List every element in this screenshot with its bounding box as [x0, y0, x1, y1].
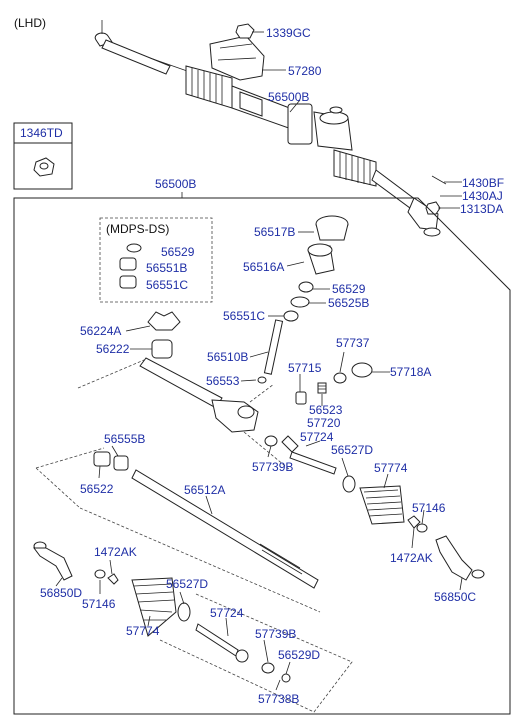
callout-56527D-upper: 56527D	[331, 443, 373, 457]
left-tie-rod-end	[33, 541, 119, 585]
callout-56224A: 56224A	[80, 324, 121, 338]
upper-inner-tie-rod	[264, 435, 356, 493]
callout-57280: 57280	[288, 64, 322, 78]
lower-inner-tie-rod	[159, 593, 353, 713]
top-steering-gear-assembly	[94, 20, 447, 237]
callout-57739B-lower: 57739B	[255, 627, 296, 641]
callout-1313DA: 1313DA	[460, 202, 503, 216]
callout-57146-left: 57146	[82, 597, 116, 611]
callout-56517B: 56517B	[254, 225, 295, 239]
callout-56551C-mdps: 56551C	[146, 278, 188, 292]
bracket-parts	[147, 311, 181, 359]
right-tie-rod-end	[407, 515, 485, 581]
rack-bar	[35, 447, 321, 613]
callout-56555B: 56555B	[104, 432, 145, 446]
callout-56523: 56523	[309, 403, 343, 417]
callout-56525B: 56525B	[328, 296, 369, 310]
callout-56500B-main: 56500B	[155, 177, 196, 191]
callout-56527D-lower: 56527D	[166, 577, 208, 591]
callout-57774-right: 57774	[374, 461, 408, 475]
callout-56222: 56222	[96, 342, 130, 356]
inset-label: 1346TD	[20, 126, 63, 140]
callout-56516A: 56516A	[243, 260, 284, 274]
variant-label: (LHD)	[14, 16, 46, 30]
callout-1472AK-right: 1472AK	[390, 551, 433, 565]
callout-57738B: 57738B	[258, 692, 299, 706]
callout-56850D: 56850D	[40, 586, 82, 600]
assembly-frame	[13, 197, 511, 715]
callout-1472AK-left: 1472AK	[94, 545, 137, 559]
callout-1430AJ: 1430AJ	[462, 189, 503, 203]
callout-56512A: 56512A	[184, 483, 225, 497]
yoke-parts	[295, 362, 373, 405]
callout-56522: 56522	[80, 482, 114, 496]
callout-56551C: 56551C	[223, 309, 265, 323]
callout-56850C: 56850C	[434, 590, 476, 604]
callout-57146-right: 57146	[412, 501, 446, 515]
callout-57724-lower: 57724	[210, 606, 244, 620]
callout-56529-mdps: 56529	[161, 245, 195, 259]
callout-56529: 56529	[332, 282, 366, 296]
callout-57724-upper: 57724	[300, 430, 334, 444]
callout-57718A: 57718A	[390, 365, 431, 379]
mdps-ds-box: (MDPS-DS) 56529 56551B 56551C	[99, 217, 213, 303]
callout-56553: 56553	[206, 374, 240, 388]
callout-1339GC: 1339GC	[266, 26, 311, 40]
bearing-stack	[257, 215, 349, 384]
callout-57715: 57715	[288, 361, 322, 375]
callout-57720: 57720	[307, 416, 341, 430]
callout-57739B-upper: 57739B	[252, 460, 293, 474]
callout-56529D: 56529D	[278, 648, 320, 662]
callout-1430BF: 1430BF	[462, 176, 504, 190]
mdps-ds-title: (MDPS-DS)	[106, 222, 169, 236]
callout-57774-left: 57774	[126, 624, 160, 638]
left-bellows	[131, 577, 191, 637]
right-bellows	[359, 485, 405, 525]
callout-56510B: 56510B	[207, 350, 248, 364]
callout-56551B: 56551B	[146, 261, 187, 275]
inset-1346TD: 1346TD	[13, 122, 73, 190]
rack-housing	[77, 357, 291, 471]
callout-56500B-top: 56500B	[268, 90, 309, 104]
callout-57737: 57737	[336, 336, 370, 350]
